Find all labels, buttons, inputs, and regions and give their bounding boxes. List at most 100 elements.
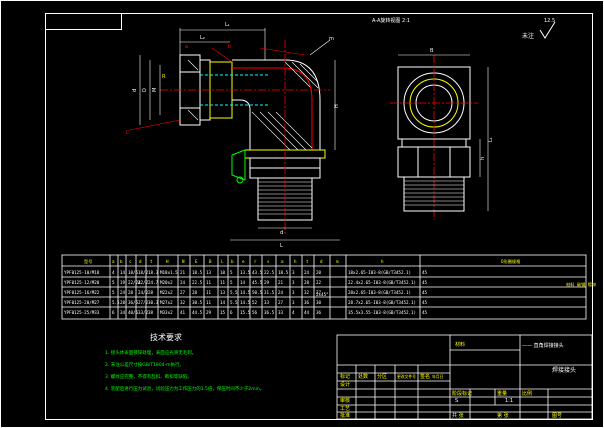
sheet-total: 共 张 (452, 412, 464, 419)
table-cell: 6 (112, 310, 115, 315)
table-cell: 43.5 (252, 270, 263, 275)
table-header-cell: E (195, 259, 198, 264)
table-header-cell: e (242, 259, 245, 264)
table-cell: 22.5 (192, 280, 203, 285)
svg-text:a: a (185, 44, 188, 50)
table-header-cell: H (166, 259, 169, 264)
table-cell: 14.5 (240, 300, 251, 305)
section-label: A-A旋转视图 2:1 (372, 17, 410, 24)
table-cell: 5.5 (230, 300, 238, 305)
table-cell: M20x2 (160, 280, 173, 285)
table-cell: 50.5 (252, 290, 263, 295)
table-cell: 33 (264, 300, 270, 305)
table-cell: 27 (316, 290, 322, 295)
table-cell: 24.7 (148, 280, 159, 285)
table-cell: 36 (316, 310, 322, 315)
table-cell: 41 (180, 310, 186, 315)
tech-item-2: 2. 未注公差尺寸按GB/T1804-m执行。 (105, 361, 184, 368)
table-cell: 5.5 (230, 290, 238, 295)
svg-text:年月日: 年月日 (432, 374, 444, 379)
table-cell: M27x2 (160, 300, 173, 305)
table-header-cell: h (381, 259, 384, 264)
stage-label: 阶段标记 (452, 390, 472, 397)
table-cell: 27 (180, 290, 186, 295)
table-cell: YPF0125-10/M18 (64, 270, 100, 275)
table-header-cell: a (281, 259, 284, 264)
table-cell: 45 (422, 280, 428, 285)
table-cell: 5 (230, 270, 233, 275)
table-cell: 4 (292, 310, 295, 315)
table-cell: 24 (120, 290, 126, 295)
table-cell: 6 (230, 310, 233, 315)
svg-text:M: M (152, 88, 158, 92)
table-header-cell: O形圈规格 (501, 258, 521, 265)
table-cell: 22/2 (138, 280, 149, 285)
front-view (129, 28, 340, 241)
mark-col-1: 标记 (340, 373, 350, 380)
table-cell: 24 (180, 280, 186, 285)
table-cell: 18.5 (278, 270, 289, 275)
table-cell: 22 (316, 280, 322, 285)
table-cell: 14 (120, 270, 126, 275)
table-cell: 4 (112, 270, 115, 275)
table-cell: 30.3 (148, 300, 159, 305)
title-block (336, 334, 593, 420)
table-cell: 22/24 (128, 280, 141, 285)
table-cell: 36/5 (128, 300, 139, 305)
table-header-cell: h (294, 259, 297, 264)
table-cell: 35.5x3.55-I03-8(GB/T3452.1) (348, 310, 416, 315)
svg-text:m: m (329, 36, 334, 42)
table-cell: 36.5 (264, 310, 275, 315)
table-cell: 3 (292, 290, 295, 295)
svg-text:12.5: 12.5 (544, 18, 555, 24)
table-cell: 15 (220, 310, 226, 315)
table-cell: 45.5 (252, 280, 263, 285)
table-cell: 45 (422, 300, 428, 305)
table-header-cell: m (336, 259, 339, 264)
svg-text:d: d (280, 230, 283, 236)
table-header-cell: N (182, 259, 185, 264)
table-cell: 52 (252, 300, 258, 305)
table-header-cell: s (267, 259, 270, 264)
table-cell: 28 (148, 290, 154, 295)
table-header-cell: L (221, 259, 224, 264)
table-cell: 18/5 (128, 270, 139, 275)
svg-text:分区: 分区 (377, 373, 387, 380)
table-cell: YPF0125-16/M22 (64, 290, 100, 295)
svg-text:C: C (126, 130, 130, 136)
roughness-symbol: 未注 12.5 (522, 18, 556, 40)
table-cell: 31.5 (264, 290, 275, 295)
corner-code-box (45, 13, 122, 30)
table-cell: 5 (112, 280, 115, 285)
svg-text:处数: 处数 (358, 373, 368, 380)
table-cell: YPF0125-12/M20 (64, 280, 100, 285)
table-cell: 13 (206, 270, 212, 275)
table-cell: 22.4x2.65-I03-8(GB/T3452.1) (348, 280, 416, 285)
approve-label: 批准 (340, 412, 350, 419)
svg-text:h: h (480, 157, 486, 160)
tech-title: 技术要求 (150, 332, 182, 342)
title-block-text: 材料 —— 直角焊接接头 标记 处数 分区 更改文件号 签名 年月日 设计 阶段… (340, 341, 576, 419)
table-cell: YPF0125-25/M33 (64, 310, 100, 315)
table-cell: 30.5 (192, 300, 203, 305)
table-cell: 24 (278, 290, 284, 295)
table-header-cell: b (120, 259, 123, 264)
tech-requirements: 技术要求 1. 接头体表面镀锌处理，表面应光滑无毛刺。 2. 未注公差尺寸按GB… (105, 332, 264, 392)
table-cell: 18.5 (192, 270, 203, 275)
table-cell: 11 (206, 290, 212, 295)
hatching (187, 59, 319, 151)
process-label: 工艺 (340, 406, 350, 412)
table-cell: 13.5 (240, 270, 251, 275)
code-label: 图号 (552, 413, 562, 419)
table-cell: 28 (304, 280, 310, 285)
table-cell: 11 (206, 300, 212, 305)
table-cell: 11 (220, 280, 226, 285)
inner-border (45, 13, 593, 420)
tech-item-1: 1. 接头体表面镀锌处理，表面应光滑无毛刺。 (105, 349, 196, 356)
table-header-cell: t (150, 259, 153, 264)
table-cell: 27 (278, 300, 284, 305)
table-header-cell: b (231, 259, 234, 264)
part-name: 焊接接头 (552, 366, 576, 374)
svg-text:L: L (280, 243, 283, 249)
ratio-label: 比例 (522, 390, 532, 397)
